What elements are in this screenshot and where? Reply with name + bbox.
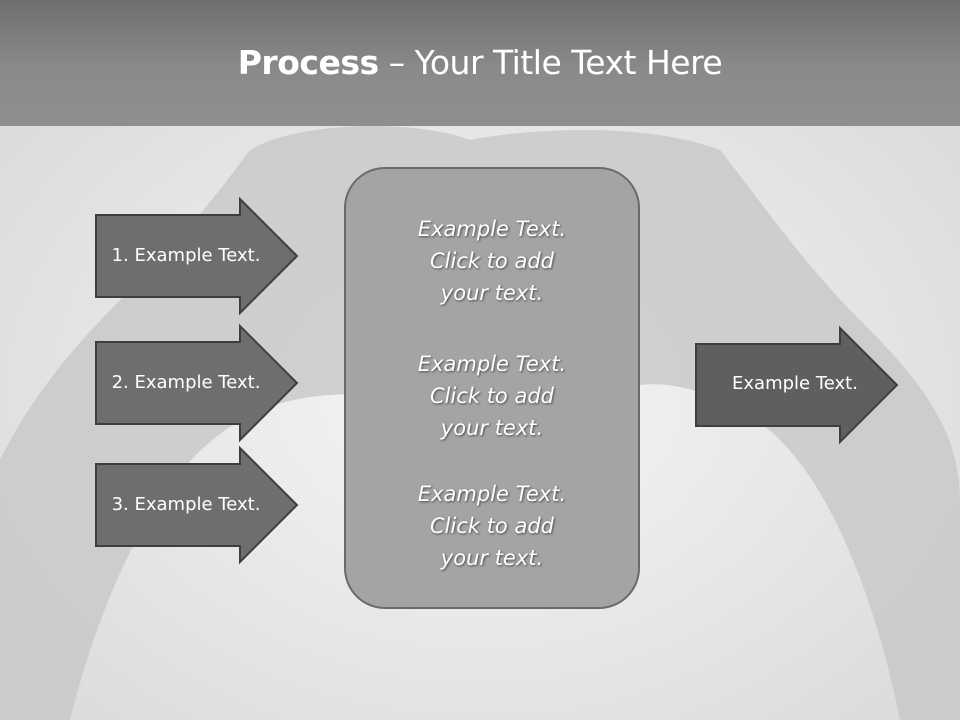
process-text-line: your text.	[440, 546, 544, 570]
slide-title[interactable]: Process – Your Title Text Here	[237, 42, 723, 82]
input-arrow-2[interactable]	[95, 323, 299, 443]
process-text-line: Example Text.	[417, 482, 567, 506]
process-text-line: Example Text.	[417, 217, 567, 241]
process-text-line: your text.	[440, 416, 544, 440]
process-text-line: your text.	[440, 281, 544, 305]
title-bar: Process – Your Title Text Here	[0, 0, 960, 126]
output-arrow-label: Example Text.	[732, 373, 858, 394]
input-arrow-1-label: 1. Example Text.	[111, 245, 261, 266]
process-text-line: Click to add	[429, 249, 554, 273]
process-text-block-3: Example Text. Click to add your text.	[346, 478, 638, 574]
input-arrow-3[interactable]	[95, 445, 299, 565]
process-text-line: Example Text.	[417, 352, 567, 376]
process-text-block-1: Example Text. Click to add your text.	[346, 213, 638, 309]
process-text-block-2: Example Text. Click to add your text.	[346, 348, 638, 444]
title-rest: – Your Title Text Here	[378, 42, 723, 82]
input-arrow-3-label: 3. Example Text.	[111, 494, 261, 515]
input-arrow-2-label: 2. Example Text.	[111, 372, 261, 393]
output-arrow[interactable]	[695, 325, 899, 445]
process-text-line: Click to add	[429, 514, 554, 538]
process-text-line: Click to add	[429, 384, 554, 408]
title-bold: Process	[237, 42, 379, 82]
process-box[interactable]	[344, 167, 640, 609]
input-arrow-1[interactable]	[95, 196, 299, 316]
